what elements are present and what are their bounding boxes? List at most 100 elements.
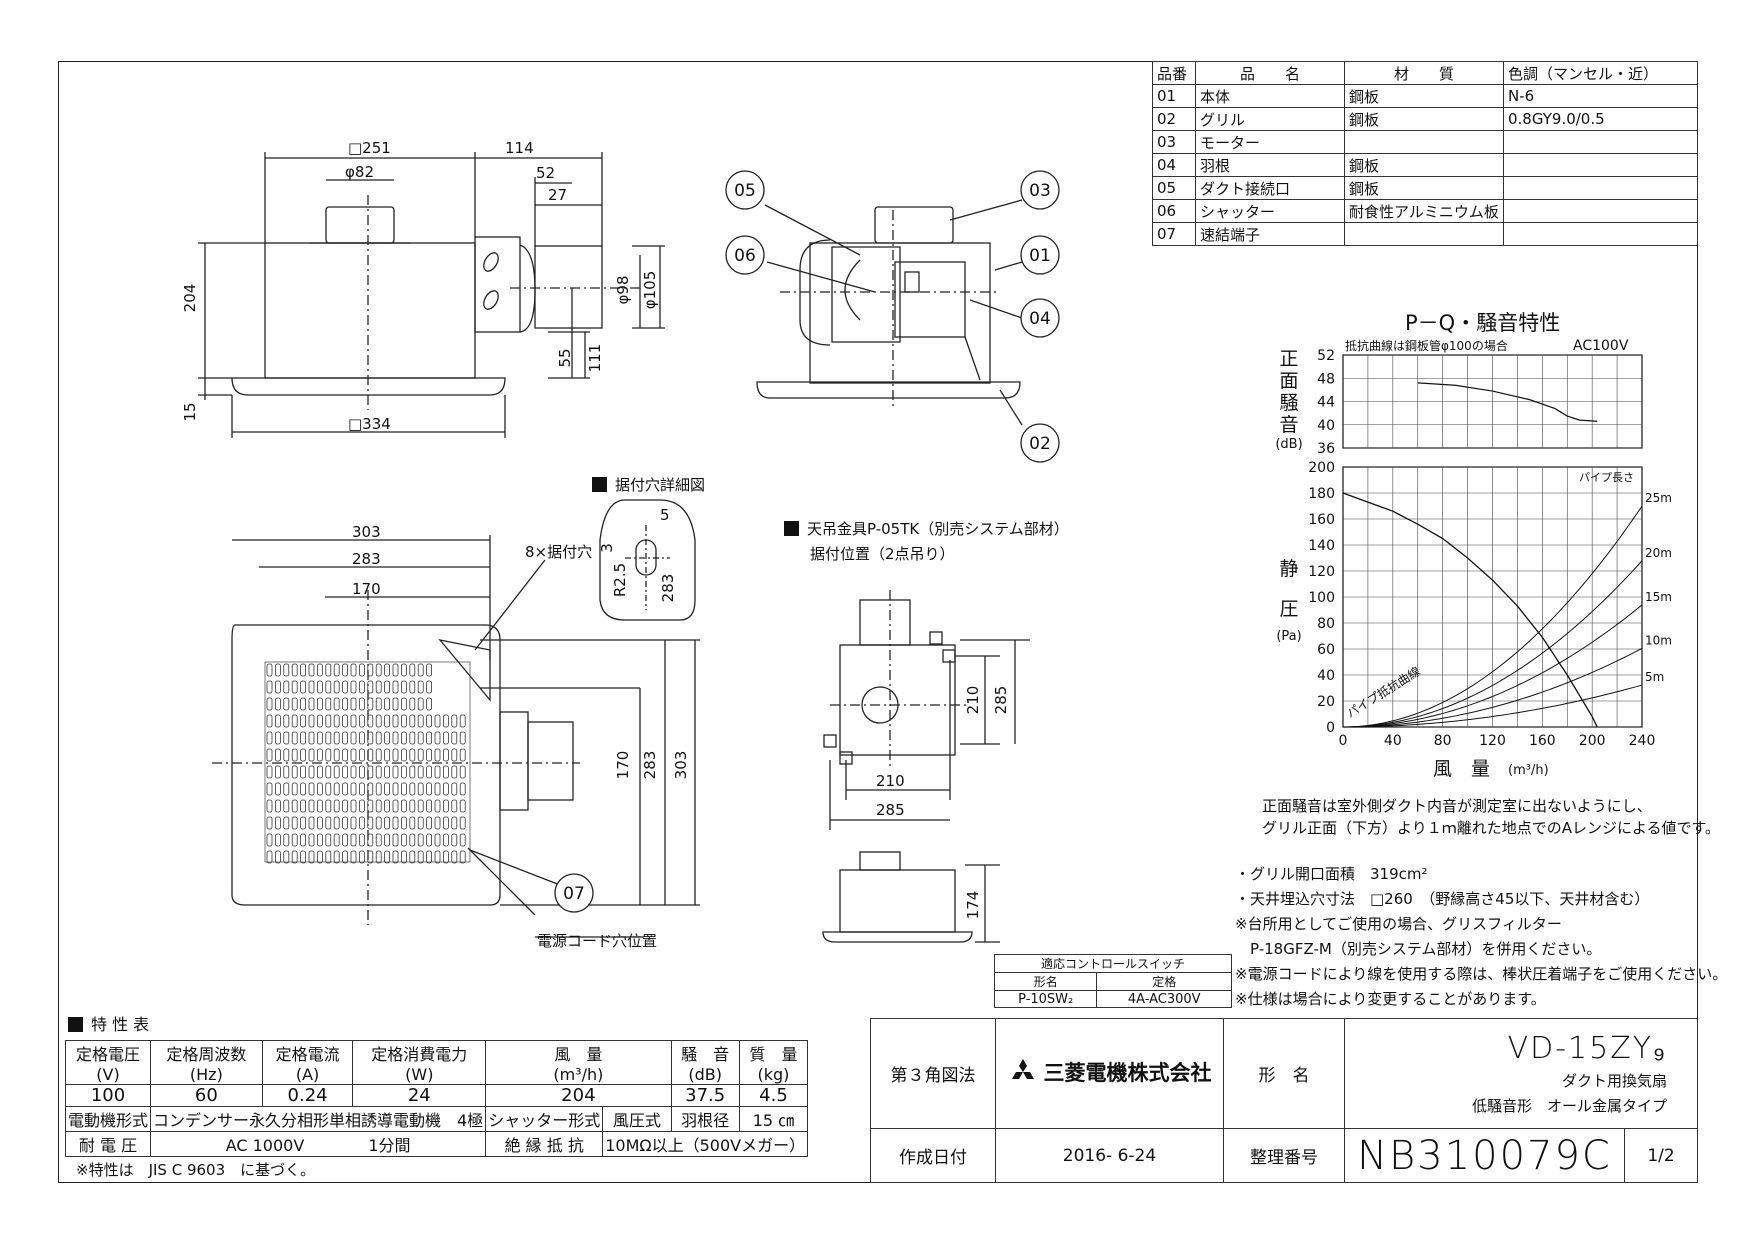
- dim-label: 55: [556, 348, 574, 367]
- dim-label: 170: [614, 751, 632, 780]
- spec-motor-label: 電動機形式: [64, 1106, 152, 1132]
- grill-slot: [451, 816, 458, 830]
- x-tick: 40: [1384, 733, 1402, 749]
- grill-slot: [342, 697, 349, 711]
- grill-slot: [300, 714, 307, 728]
- grill-slot: [291, 680, 298, 694]
- grill-slot: [375, 663, 382, 677]
- hanger-plan-view: [823, 590, 1030, 830]
- callout-circle: [1020, 298, 1060, 338]
- spec-h-noise: 騒 音(dB): [670, 1040, 740, 1085]
- grill-slot: [291, 816, 298, 830]
- grill-slot: [266, 850, 273, 864]
- grill-slot: [417, 731, 424, 745]
- dim-label: 204: [181, 284, 199, 313]
- grill-slot: [409, 697, 416, 711]
- grill-slot: [375, 714, 382, 728]
- graph-power: AC100V: [1573, 338, 1629, 354]
- grill-slot: [308, 799, 315, 813]
- grill-slot: [350, 799, 357, 813]
- grill-slot: [342, 833, 349, 847]
- grill-slot: [358, 765, 365, 779]
- callout-label: 04: [1029, 309, 1051, 329]
- resistance-curve: [1342, 604, 1643, 728]
- grill-slot: [350, 714, 357, 728]
- grill-slot: [333, 816, 340, 830]
- ctrl-model: P-10SW₂: [993, 990, 1098, 1008]
- pressure-tick: 180: [1308, 486, 1335, 502]
- part-color: N-6: [1503, 84, 1698, 108]
- grill-slot: [333, 663, 340, 677]
- dim-label: 210: [964, 686, 982, 715]
- grill-slot: [325, 765, 332, 779]
- part-material: 鋼板: [1344, 153, 1504, 177]
- pressure-tick: 40: [1317, 668, 1335, 684]
- grill-slot: [316, 680, 323, 694]
- mitsubishi-logo-icon: [1008, 1058, 1038, 1090]
- grill-slot: [417, 748, 424, 762]
- grill-slot: [333, 748, 340, 762]
- grill-slot: [384, 680, 391, 694]
- pressure-tick: 100: [1308, 590, 1335, 606]
- grill-slot: [350, 663, 357, 677]
- grill-slot: [392, 782, 399, 796]
- grill-slot: [409, 850, 416, 864]
- hanger-side-view: [822, 851, 1000, 943]
- grill-slot: [274, 833, 281, 847]
- grill-slot: [459, 731, 466, 745]
- hanger-title: 天吊金具P-05TK（別売システム部材）: [784, 518, 1069, 539]
- grill-slot: [358, 680, 365, 694]
- grill-slot: [375, 850, 382, 864]
- dim-label: □334: [348, 415, 391, 433]
- grill-slot: [291, 833, 298, 847]
- x-unit: (m³/h): [1508, 763, 1549, 778]
- spec-v-power: 24: [352, 1084, 487, 1107]
- grill-slot: [384, 816, 391, 830]
- resistance-curve: [1342, 505, 1643, 728]
- grill-slot: [392, 850, 399, 864]
- note-5: ※電源コードにより線を使用する際は、棒状圧着端子をご使用ください。: [1235, 965, 1728, 983]
- grill-slot: [459, 799, 466, 813]
- grill-slot: [384, 799, 391, 813]
- pressure-ylabel: 静: [1279, 558, 1298, 580]
- grill-slot: [442, 850, 449, 864]
- spec-motor-row: 電動機形式 コンデンサー永久分相形単相誘導電動機 4極 シャッター形式 風圧式 …: [64, 1106, 809, 1132]
- grill-slot: [459, 765, 466, 779]
- grill-slot: [350, 816, 357, 830]
- callout-circle: [554, 873, 594, 913]
- grill-slot: [367, 765, 374, 779]
- callout-label: 05: [734, 181, 756, 201]
- pressure-tick: 0: [1326, 720, 1335, 736]
- resistance-label: 15m: [1645, 590, 1672, 604]
- grill-slot: [451, 748, 458, 762]
- grill-slot: [325, 697, 332, 711]
- grill-slot: [283, 833, 290, 847]
- noise-tick: 52: [1317, 348, 1335, 364]
- grill-slot: [291, 731, 298, 745]
- grill-slot: [266, 697, 273, 711]
- grill-slot: [325, 782, 332, 796]
- noise-ylabel: 騒: [1279, 392, 1298, 414]
- dim-label: 5: [660, 506, 670, 524]
- grill-slot: [283, 680, 290, 694]
- grill-slot: [342, 850, 349, 864]
- grill-slot: [442, 748, 449, 762]
- dim-label: 8×据付穴: [525, 543, 592, 561]
- grill-slot: [300, 663, 307, 677]
- grill-slot: [266, 816, 273, 830]
- grill-slot: [417, 850, 424, 864]
- grill-slot: [300, 731, 307, 745]
- grill-slot: [274, 663, 281, 677]
- pressure-tick: 60: [1317, 642, 1335, 658]
- grill-slot: [266, 663, 273, 677]
- dim-label: 52: [536, 164, 555, 182]
- part-color: [1503, 222, 1698, 246]
- company-cell: 三菱電機株式会社: [995, 1018, 1224, 1129]
- spec-h-freq: 定格周波数(Hz): [150, 1040, 263, 1085]
- pq-curve: [1342, 492, 1598, 728]
- callout-circle: [725, 170, 765, 210]
- grill-slot: [417, 663, 424, 677]
- grill-slot: [358, 731, 365, 745]
